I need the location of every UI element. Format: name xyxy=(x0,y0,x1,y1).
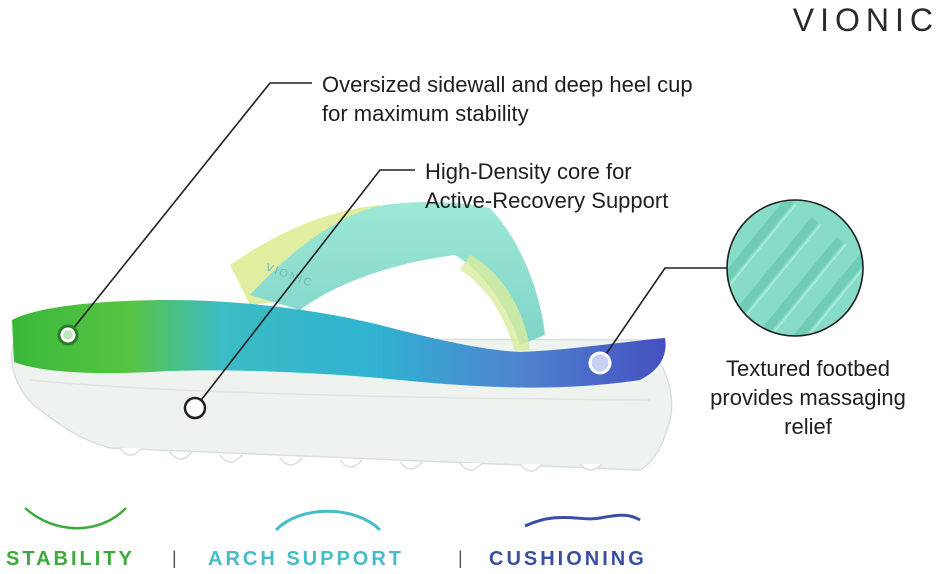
sole-tread xyxy=(119,447,603,472)
callout-line-footbed xyxy=(599,267,728,364)
callout-text: for maximum stability xyxy=(322,101,529,126)
callout-line-core xyxy=(194,169,415,409)
callout-text: Oversized sidewall and deep heel cup xyxy=(322,72,693,97)
footbed-texture-zoom xyxy=(726,199,864,337)
callout-dot-core xyxy=(183,396,207,420)
callout-text: Active-Recovery Support xyxy=(425,188,669,213)
callout-text: High-Density core for xyxy=(425,159,632,184)
sandal-strap xyxy=(250,202,545,345)
callout-footbed: Textured footbed provides massaging reli… xyxy=(678,354,938,441)
brand-logo: VIONIC xyxy=(792,2,939,38)
benefit-cushioning: CUSHIONING xyxy=(489,548,647,570)
callout-text: relief xyxy=(784,414,832,439)
wave-curve-icon xyxy=(524,513,641,528)
separator: | xyxy=(458,548,463,568)
smile-curve-icon xyxy=(24,507,127,530)
benefit-stability: STABILITY xyxy=(6,548,135,570)
callout-sidewall: Oversized sidewall and deep heel cup for… xyxy=(322,70,693,128)
callout-line-sidewall xyxy=(67,82,312,336)
arch-curve-icon xyxy=(274,509,382,532)
callout-text: provides massaging xyxy=(710,385,906,410)
callout-core: High-Density core for Active-Recovery Su… xyxy=(425,157,668,215)
sandal-footbed xyxy=(12,300,666,388)
callout-text: Textured footbed xyxy=(726,356,890,381)
callout-dot-footbed xyxy=(588,351,612,375)
separator: | xyxy=(172,548,177,568)
benefit-arch-support: ARCH SUPPORT xyxy=(208,548,405,570)
